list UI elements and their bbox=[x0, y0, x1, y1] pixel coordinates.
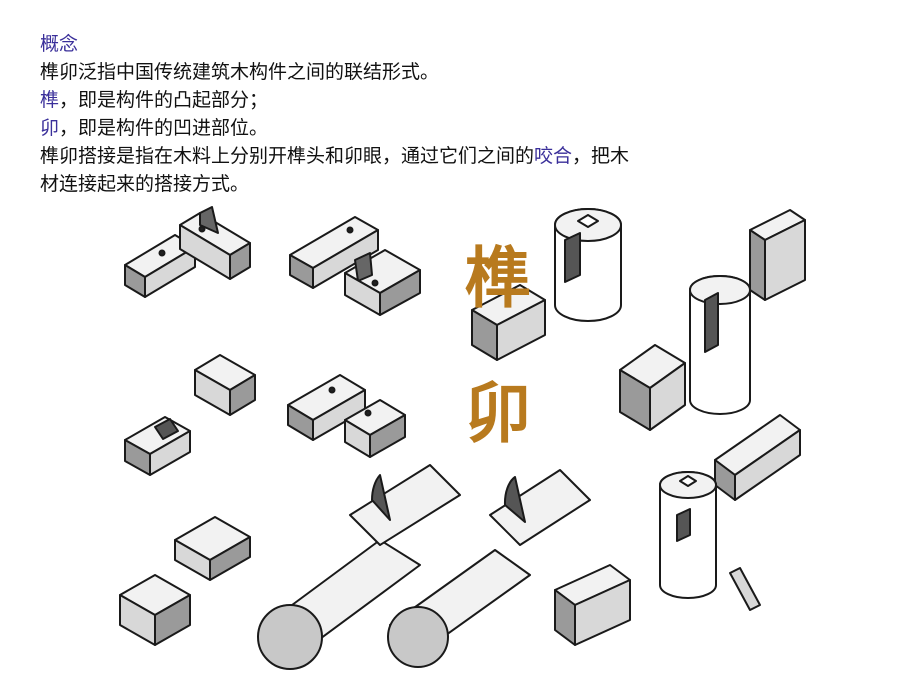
joint-drawing-10 bbox=[554, 564, 761, 646]
joint-drawing-4 bbox=[619, 209, 806, 431]
tenon-definition: ，即是构件的凸起部分； bbox=[59, 89, 269, 111]
tenon-term: 榫 bbox=[40, 89, 60, 111]
joint-drawing-9 bbox=[257, 464, 591, 670]
joint-drawing-1 bbox=[124, 206, 251, 298]
joinery-line-1: 榫卯搭接是指在木料上分别开榫头和卯眼，通过它们之间的咬合，把木 bbox=[40, 142, 800, 170]
joinery-text-c: 材连接起来的搭接方式。 bbox=[40, 173, 250, 195]
tenon-line: 榫，即是构件的凸起部分； bbox=[40, 86, 800, 114]
definition-line: 榫卯泛指中国传统建筑木构件之间的联结形式。 bbox=[40, 58, 800, 86]
joinery-text-a: 榫卯搭接是指在木料上分别开榫头和卯眼，通过它们之间的 bbox=[40, 145, 535, 167]
mortise-definition: ，即是构件的凹进部位。 bbox=[59, 117, 269, 139]
joinery-illustration: 榫 卯 bbox=[100, 195, 880, 685]
concept-text-block: 概念 榫卯泛指中国传统建筑木构件之间的联结形式。 榫，即是构件的凸起部分； 卯，… bbox=[40, 30, 800, 198]
joint-drawing-8 bbox=[119, 516, 251, 646]
mortise-calligraphy: 卯 bbox=[465, 374, 531, 452]
tenon-calligraphy: 榫 bbox=[465, 239, 531, 317]
mortise-line: 卯，即是构件的凹进部位。 bbox=[40, 114, 800, 142]
joint-drawing-5 bbox=[124, 354, 256, 476]
mortise-term: 卯 bbox=[40, 117, 60, 139]
concept-heading: 概念 bbox=[40, 33, 79, 55]
joint-drawing-6 bbox=[287, 374, 406, 458]
joinery-text-b: ，把木 bbox=[572, 145, 630, 167]
joint-drawing-3 bbox=[471, 208, 622, 361]
joint-drawing-7 bbox=[659, 414, 801, 599]
joint-drawing-2 bbox=[289, 216, 421, 316]
joinery-drawings bbox=[119, 206, 806, 670]
interlock-term: 咬合 bbox=[534, 145, 573, 167]
joinery-line-2: 材连接起来的搭接方式。 bbox=[40, 170, 800, 198]
definition-text: 榫卯泛指中国传统建筑木构件之间的联结形式。 bbox=[40, 61, 440, 83]
